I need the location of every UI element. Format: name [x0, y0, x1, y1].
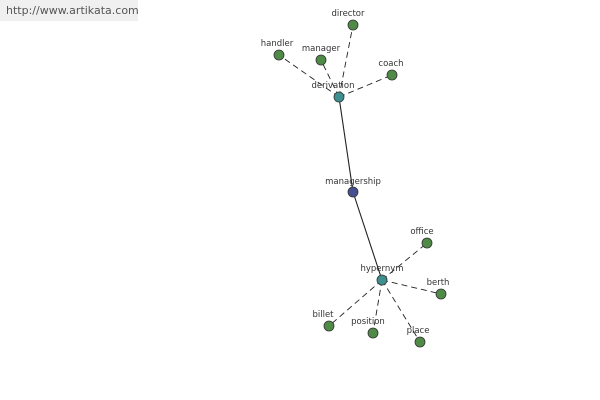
node-billet[interactable] — [323, 320, 335, 332]
label-director: director — [332, 9, 366, 19]
node-derivation[interactable] — [333, 91, 345, 103]
node-director[interactable] — [347, 19, 359, 31]
node-berth[interactable] — [435, 288, 447, 300]
edge-hypernym-office — [381, 242, 428, 281]
label-billet: billet — [312, 310, 334, 320]
node-position[interactable] — [367, 327, 379, 339]
node-hypernym[interactable] — [376, 274, 388, 286]
node-office[interactable] — [421, 237, 433, 249]
label-hypernym: hypernym — [360, 264, 403, 274]
node-handler[interactable] — [273, 49, 285, 61]
label-coach: coach — [378, 59, 403, 69]
label-derivation: derivation — [311, 81, 354, 91]
watermark-url-bar: http://www.artikata.com — [0, 0, 139, 21]
edge-derivation-handler — [278, 54, 340, 98]
graph-edges — [278, 24, 442, 343]
node-coach[interactable] — [386, 69, 398, 81]
edge-derivation-director — [338, 24, 354, 98]
edge-hypernym-position — [372, 279, 383, 334]
graph-labels: managership derivation hypernym director han… — [261, 9, 450, 336]
edge-derivation-manager — [320, 59, 340, 98]
edge-managership-hypernym — [352, 191, 383, 281]
edge-hypernym-billet — [328, 279, 383, 327]
label-berth: berth — [427, 278, 450, 288]
edge-hypernym-berth — [381, 279, 442, 295]
label-handler: handler — [261, 39, 294, 49]
node-manager[interactable] — [315, 54, 327, 66]
node-place[interactable] — [414, 336, 426, 348]
label-office: office — [410, 227, 433, 237]
label-position: position — [351, 317, 385, 327]
edge-managership-derivation — [338, 96, 354, 193]
graph-nodes — [273, 19, 447, 348]
label-manager: manager — [302, 44, 341, 54]
label-place: place — [407, 326, 430, 336]
label-managership: managership — [325, 177, 381, 187]
watermark-url-text[interactable]: http://www.artikata.com — [6, 4, 139, 17]
edge-hypernym-place — [381, 279, 421, 343]
node-managership[interactable] — [347, 186, 359, 198]
